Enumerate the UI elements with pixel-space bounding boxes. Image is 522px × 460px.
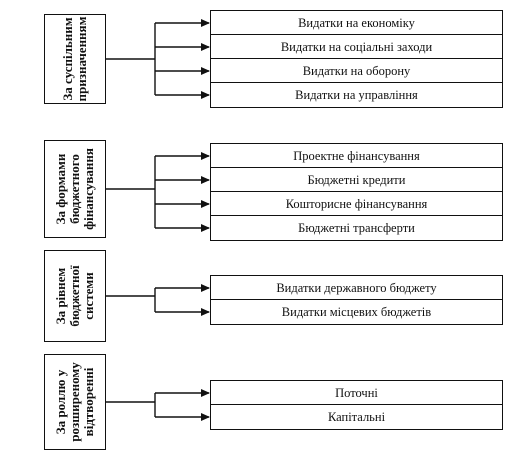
group-1-item-2: Видатки на соціальні заходи <box>211 35 502 59</box>
group-3-label-line-1: За рівнем <box>53 267 68 325</box>
group-3-label-line-3: системи <box>81 272 96 320</box>
group-4-label-line-1: За роллю у <box>53 369 68 435</box>
group-4-label-line-3: відтворенні <box>81 367 96 437</box>
group-1-items-list: Видатки на економіку Видатки на соціальн… <box>210 10 503 108</box>
group-1-category-box: За суспільним призначенням <box>44 14 106 104</box>
group-2-item-3: Кошторисне фінансування <box>211 192 502 216</box>
group-2-item-4: Бюджетні трансферти <box>298 221 415 235</box>
group-4-item-2: Капітальні <box>327 410 386 424</box>
group-1-item-3: Видатки на оборону <box>211 59 502 83</box>
group-4-items-list: Поточні Капітальні <box>210 380 503 430</box>
group-3-item-1: Видатки державного бюджету <box>211 276 502 300</box>
group-1-label-line-2: призначенням <box>74 16 89 102</box>
group-4-category-label: За роллю у розширеному відтворенні <box>53 362 96 442</box>
group-3-category-box: За рівнем бюджетної системи <box>44 250 106 342</box>
group-2-items-list: Проектне фінансування Бюджетні кредити К… <box>210 143 503 241</box>
group-2-item-2: Бюджетні кредити <box>211 168 502 192</box>
group-1-label-line-1: За суспільним <box>60 17 75 101</box>
group-2-label-line-1: За формами <box>53 153 68 225</box>
group-1-item-1: Видатки на економіку <box>211 11 502 35</box>
group-3-item-2: Видатки місцевих бюджетів <box>281 305 432 319</box>
group-2-category-label: За формами бюджетного фінансування <box>53 148 96 230</box>
group-2-item-1: Проектне фінансування <box>211 144 502 168</box>
group-1-category-label: За суспільним призначенням <box>60 16 89 102</box>
group-3-category-label: За рівнем бюджетної системи <box>53 265 96 327</box>
group-4-item-1: Поточні <box>211 381 502 405</box>
group-3-items-list: Видатки державного бюджету Видатки місце… <box>210 275 503 325</box>
group-2-label-line-3: фінансування <box>81 148 96 230</box>
group-4-category-box: За роллю у розширеному відтворенні <box>44 354 106 450</box>
group-2-label-line-2: бюджетного <box>67 154 82 224</box>
group-3-label-line-2: бюджетної <box>67 265 82 327</box>
group-2-category-box: За формами бюджетного фінансування <box>44 140 106 238</box>
group-4-label-line-2: розширеному <box>67 362 82 442</box>
group-1-item-4: Видатки на управління <box>295 88 418 102</box>
